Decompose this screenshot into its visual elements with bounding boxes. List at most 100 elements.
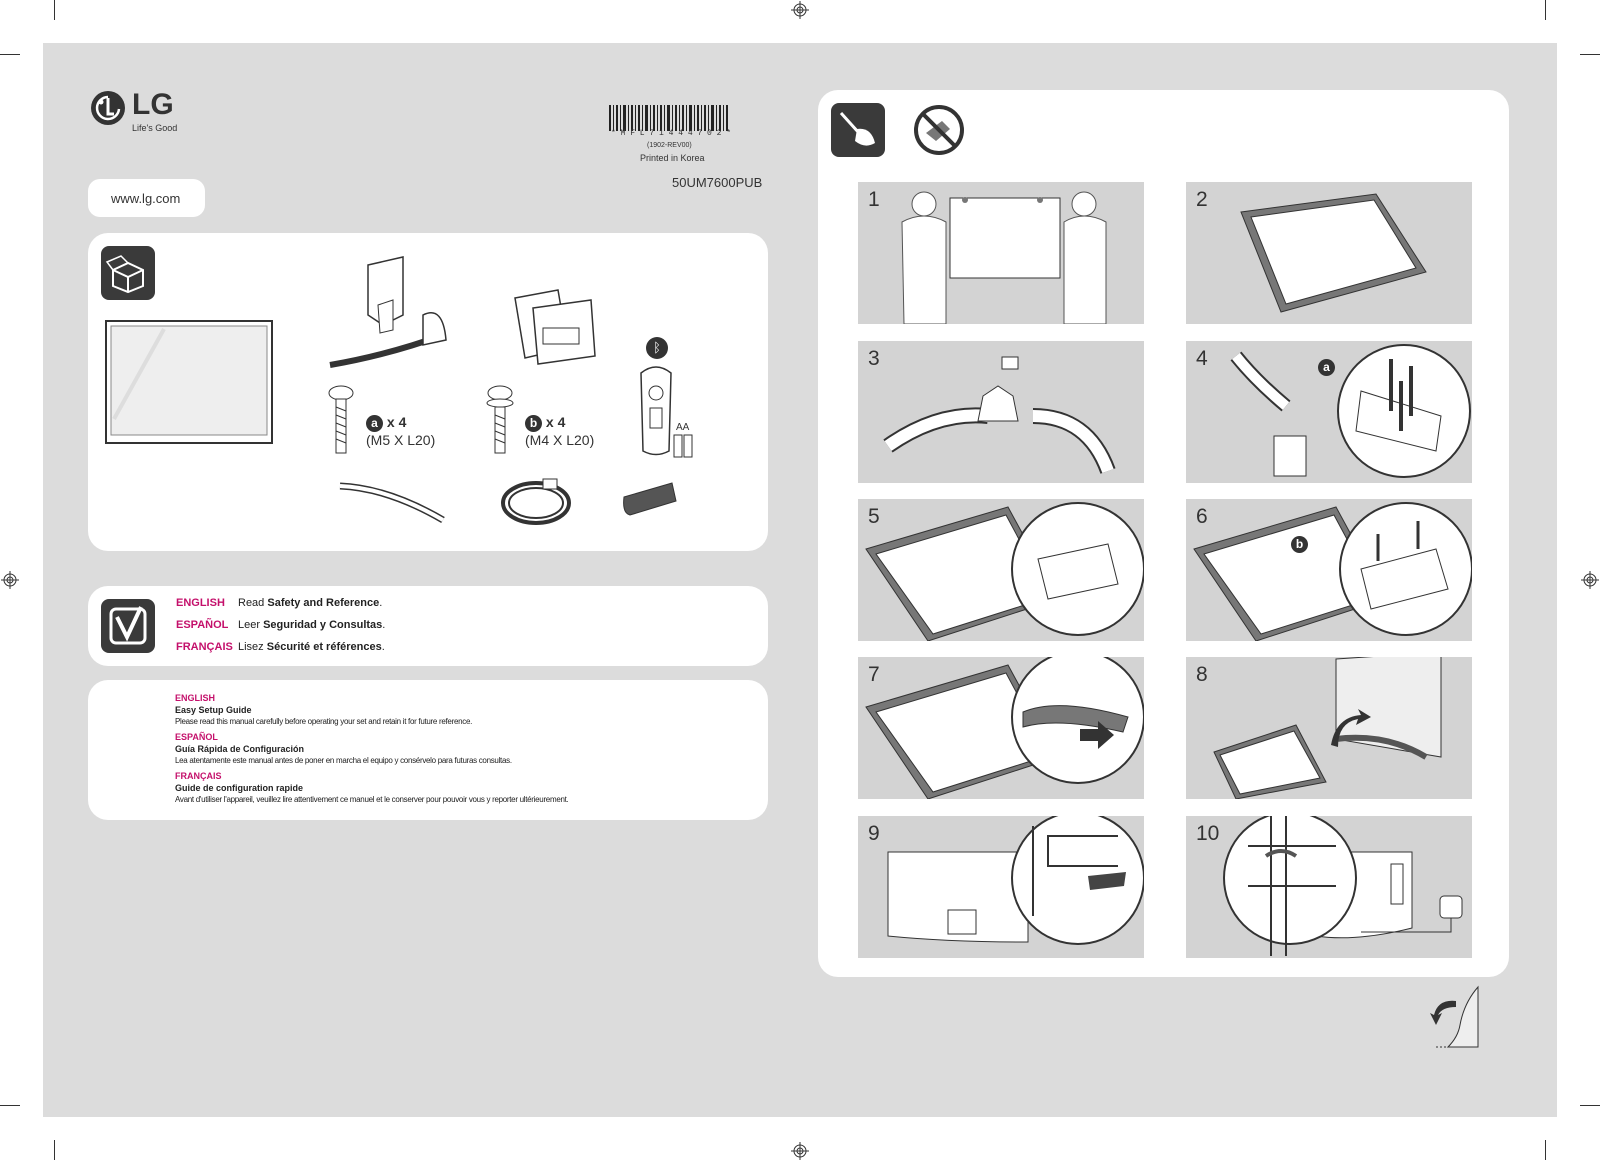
screw-a-illustration: [328, 385, 354, 454]
step-number: 1: [868, 188, 880, 211]
clip-illustration: [623, 482, 677, 516]
checklist-icon: [101, 599, 155, 653]
screw-b-label: b x 4 (M4 X L20): [525, 414, 594, 448]
crop-mark: [54, 1140, 55, 1160]
read-row-0: ENGLISH Read Safety and Reference.: [176, 597, 382, 609]
components-panel: ᛒ AA a x 4 (M5 X L20) b x 4 (M4 X L20): [88, 233, 768, 551]
screw-b-qty: x 4: [545, 414, 566, 430]
step-number: 8: [1196, 663, 1208, 686]
cable-holder-illustration: [339, 482, 445, 524]
read-suffix: .: [379, 597, 383, 609]
guide-panel: ENGLISH Easy Setup Guide Please read thi…: [88, 680, 768, 820]
lg-logo-text: LG: [132, 88, 174, 121]
read-bold: Seguridad y Consultas: [263, 619, 383, 631]
step-2: 2: [1186, 182, 1472, 324]
read-suffix: .: [381, 641, 385, 653]
steps-panel: 1 2 3: [818, 90, 1509, 977]
crop-mark: [1580, 54, 1600, 55]
box-contents-icon: [101, 246, 155, 300]
revision-text: (1902-REV00): [647, 142, 692, 149]
battery-icon: [673, 434, 693, 458]
step-number: 7: [868, 663, 880, 686]
guide-title: Guide de configuration rapide: [175, 783, 304, 793]
step-6-badge-b: b: [1291, 536, 1308, 553]
screw-a-size: (M5 X L20): [366, 431, 436, 448]
guide-lang: FRANÇAIS: [175, 771, 222, 781]
model-number: 50UM7600PUB: [672, 175, 763, 190]
crop-mark: [0, 54, 20, 55]
lg-tagline: Life's Good: [132, 123, 178, 133]
bluetooth-icon: ᛒ: [646, 337, 668, 359]
registration-mark: [791, 1, 809, 19]
step-9: 9: [858, 816, 1144, 958]
screw-a-qty: x 4: [386, 414, 407, 430]
guide-block-0: ENGLISH Easy Setup Guide Please read thi…: [175, 692, 472, 728]
guide-title: Guía Rápida de Configuración: [175, 744, 305, 754]
registration-mark: [791, 1142, 809, 1160]
step-5: 5: [858, 499, 1144, 641]
step-6: 6 b: [1186, 499, 1472, 641]
read-bold: Sécurité et références: [266, 641, 382, 653]
screw-b-badge: b: [525, 414, 542, 432]
read-lang: ESPAÑOL: [176, 619, 229, 631]
step-1: 1: [858, 182, 1144, 324]
read-bold: Safety and Reference: [267, 597, 380, 609]
manual-illustration: [514, 289, 596, 365]
crop-mark: [1545, 1140, 1546, 1160]
crop-mark: [0, 1105, 20, 1106]
printed-text: Printed in Korea: [640, 153, 705, 163]
step-4: 4 a: [1186, 341, 1472, 483]
crop-mark: [1580, 1105, 1600, 1106]
read-prefix: Read: [238, 597, 268, 609]
screwdriver-icon: [831, 103, 885, 157]
sheet: LG Life's Good www.lg.com * M F L 7 1 4 …: [43, 43, 1557, 1117]
crop-mark: [1545, 0, 1546, 20]
power-cable-illustration: [501, 478, 571, 525]
stand-illustration: [329, 256, 447, 368]
guide-block-1: ESPAÑOL Guía Rápida de Configuración Lea…: [175, 731, 512, 767]
read-row-2: FRANÇAIS Lisez Sécurité et références.: [176, 641, 385, 653]
crop-mark: [54, 0, 55, 20]
guide-text: Avant d'utiliser l'appareil, veuillez li…: [175, 795, 569, 804]
read-row-1: ESPAÑOL Leer Seguridad y Consultas.: [176, 619, 385, 631]
registration-mark: [1, 571, 19, 589]
step-number: 2: [1196, 188, 1208, 211]
tv-illustration: [105, 320, 273, 444]
no-power-tool-icon: [914, 105, 964, 155]
step-4-badge-a: a: [1318, 359, 1335, 376]
guide-lang: ESPAÑOL: [175, 732, 218, 742]
step-number: 5: [868, 505, 880, 528]
step-8: 8: [1186, 657, 1472, 799]
step-3: 3: [858, 341, 1144, 483]
read-suffix: .: [382, 619, 386, 631]
guide-lang: ENGLISH: [175, 693, 216, 703]
registration-mark: [1581, 571, 1599, 589]
guide-title: Easy Setup Guide: [175, 705, 252, 715]
battery-label: AA: [676, 422, 690, 433]
step-number: 3: [868, 347, 880, 370]
screw-b-size: (M4 X L20): [525, 431, 595, 448]
step-7: 7: [858, 657, 1144, 799]
website-pill: www.lg.com: [88, 179, 205, 217]
read-prefix: Leer: [238, 619, 264, 631]
read-prefix: Lisez: [238, 641, 267, 653]
step-10: 10: [1186, 816, 1472, 958]
page-turn-icon: [1430, 985, 1479, 1048]
lg-logo-icon: [91, 91, 125, 125]
screw-a-label: a x 4 (M5 X L20): [366, 414, 435, 448]
website-text: www.lg.com: [111, 191, 181, 206]
lg-logo: LG Life's Good: [89, 88, 209, 139]
guide-block-2: FRANÇAIS Guide de configuration rapide A…: [175, 770, 569, 806]
read-lang: ENGLISH: [176, 597, 225, 609]
screw-a-badge: a: [366, 414, 383, 432]
step-number: 10: [1196, 822, 1220, 845]
read-panel: ENGLISH Read Safety and Reference. ESPAÑO…: [88, 586, 768, 666]
guide-text: Lea atentamente este manual antes de pon…: [175, 756, 512, 765]
barcode: [609, 105, 728, 131]
step-number: 6: [1196, 505, 1208, 528]
read-lang: FRANÇAIS: [176, 641, 233, 653]
barcode-text: * M F L 7 1 4 4 4 7 0 2 *: [611, 129, 732, 138]
screw-b-illustration: [486, 385, 514, 454]
remote-illustration: [640, 366, 672, 456]
step-number: 4: [1196, 347, 1208, 370]
